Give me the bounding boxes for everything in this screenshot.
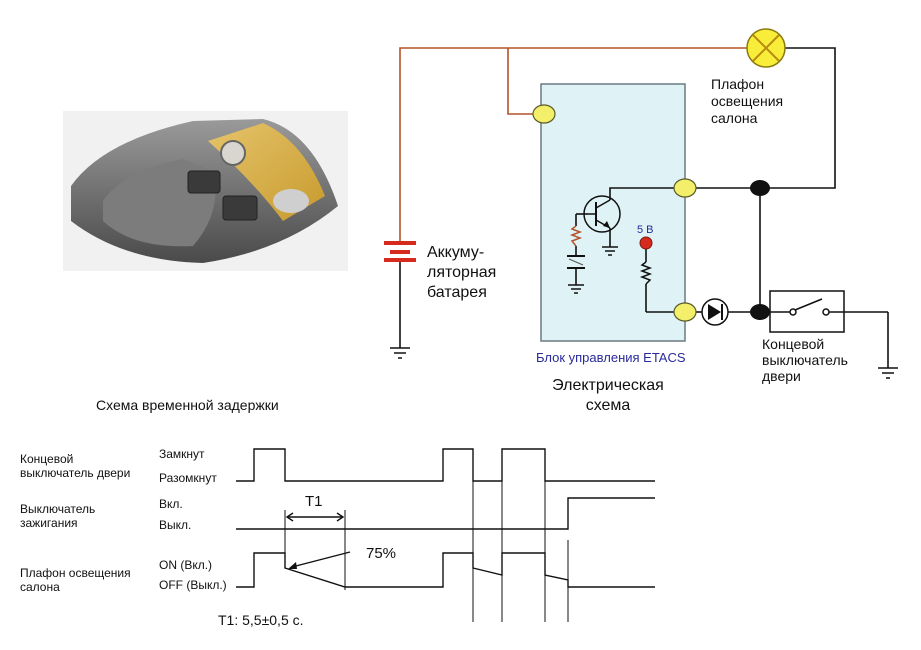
waveform-door-switch: [236, 448, 655, 482]
door-switch-label: Концевой выключатель двери: [762, 336, 848, 384]
row-name-line: выключатель двери: [20, 466, 131, 480]
state-closed: Замкнут: [159, 447, 205, 461]
etacs-module-box: [540, 83, 686, 342]
waveform-ignition: [236, 497, 655, 530]
junction-nodes: [750, 180, 770, 320]
ceiling-lamp-photo: [63, 111, 348, 271]
waveform-lamp: [236, 552, 655, 588]
row-name-line: Выключатель: [20, 502, 96, 516]
circuit-caption-line: схема: [585, 397, 631, 414]
voltage-node-dot: [639, 236, 653, 250]
door-switch-symbol: [769, 290, 845, 333]
battery-symbol: [384, 241, 416, 262]
battery-label-line: ляторная: [427, 264, 497, 281]
state-lamp-on: ON (Вкл.): [159, 558, 213, 572]
row-name-door-switch: Концевой выключатель двери: [20, 452, 130, 480]
battery-label-line: Аккуму-: [427, 244, 485, 261]
percent-leader-line: [291, 551, 351, 568]
lamp-symbol: [746, 28, 786, 68]
circuit-caption: Электрическая схема: [543, 376, 673, 416]
base-resistor-capacitor: [567, 225, 585, 269]
row-name-line: зажигания: [20, 516, 78, 530]
lamp-label-line: Плафон: [711, 76, 765, 92]
battery-label: Аккуму- ляторная батарея: [427, 243, 496, 303]
door-switch-label-line: выключатель: [762, 352, 848, 368]
timing-reference-lines: [284, 449, 569, 622]
pullup-resistor: [639, 261, 653, 285]
module-terminals: [532, 104, 697, 322]
door-switch-label-line: двери: [762, 368, 801, 384]
voltage-label: 5 В: [637, 224, 654, 236]
state-lamp-off: OFF (Выкл.): [159, 578, 227, 592]
row-name-lamp: Плафон освещения салона: [20, 566, 131, 594]
battery-label-line: батарея: [427, 284, 487, 301]
ground-symbols: [390, 246, 898, 379]
lamp-label-line: освещения: [711, 93, 784, 109]
percent-label: 75%: [366, 545, 397, 562]
row-name-line: Плафон освещения: [20, 566, 131, 580]
diode-symbol: [701, 298, 729, 326]
transistor-symbol: [583, 195, 621, 233]
control-unit-label: Блок управления ETACS: [536, 350, 686, 365]
t1-marker-label: T1: [305, 493, 323, 510]
t1-interval-arrow: [285, 512, 345, 522]
circuit-caption-line: Электрическая: [552, 377, 664, 394]
lamp-label: Плафон освещения салона: [711, 76, 783, 127]
circuit-wires: [399, 47, 889, 368]
timing-title: Схема временной задержки: [96, 397, 279, 413]
state-open: Разомкнут: [159, 471, 217, 485]
t1-note: T1: 5,5±0,5 с.: [218, 612, 304, 628]
state-off: Выкл.: [159, 518, 192, 532]
lamp-label-line: салона: [711, 110, 758, 126]
row-name-line: салона: [20, 580, 60, 594]
state-on: Вкл.: [159, 497, 183, 511]
row-name-line: Концевой: [20, 452, 74, 466]
battery-feed-wires: [399, 47, 757, 242]
row-name-ignition: Выключатель зажигания: [20, 502, 95, 530]
door-switch-label-line: Концевой: [762, 336, 825, 352]
